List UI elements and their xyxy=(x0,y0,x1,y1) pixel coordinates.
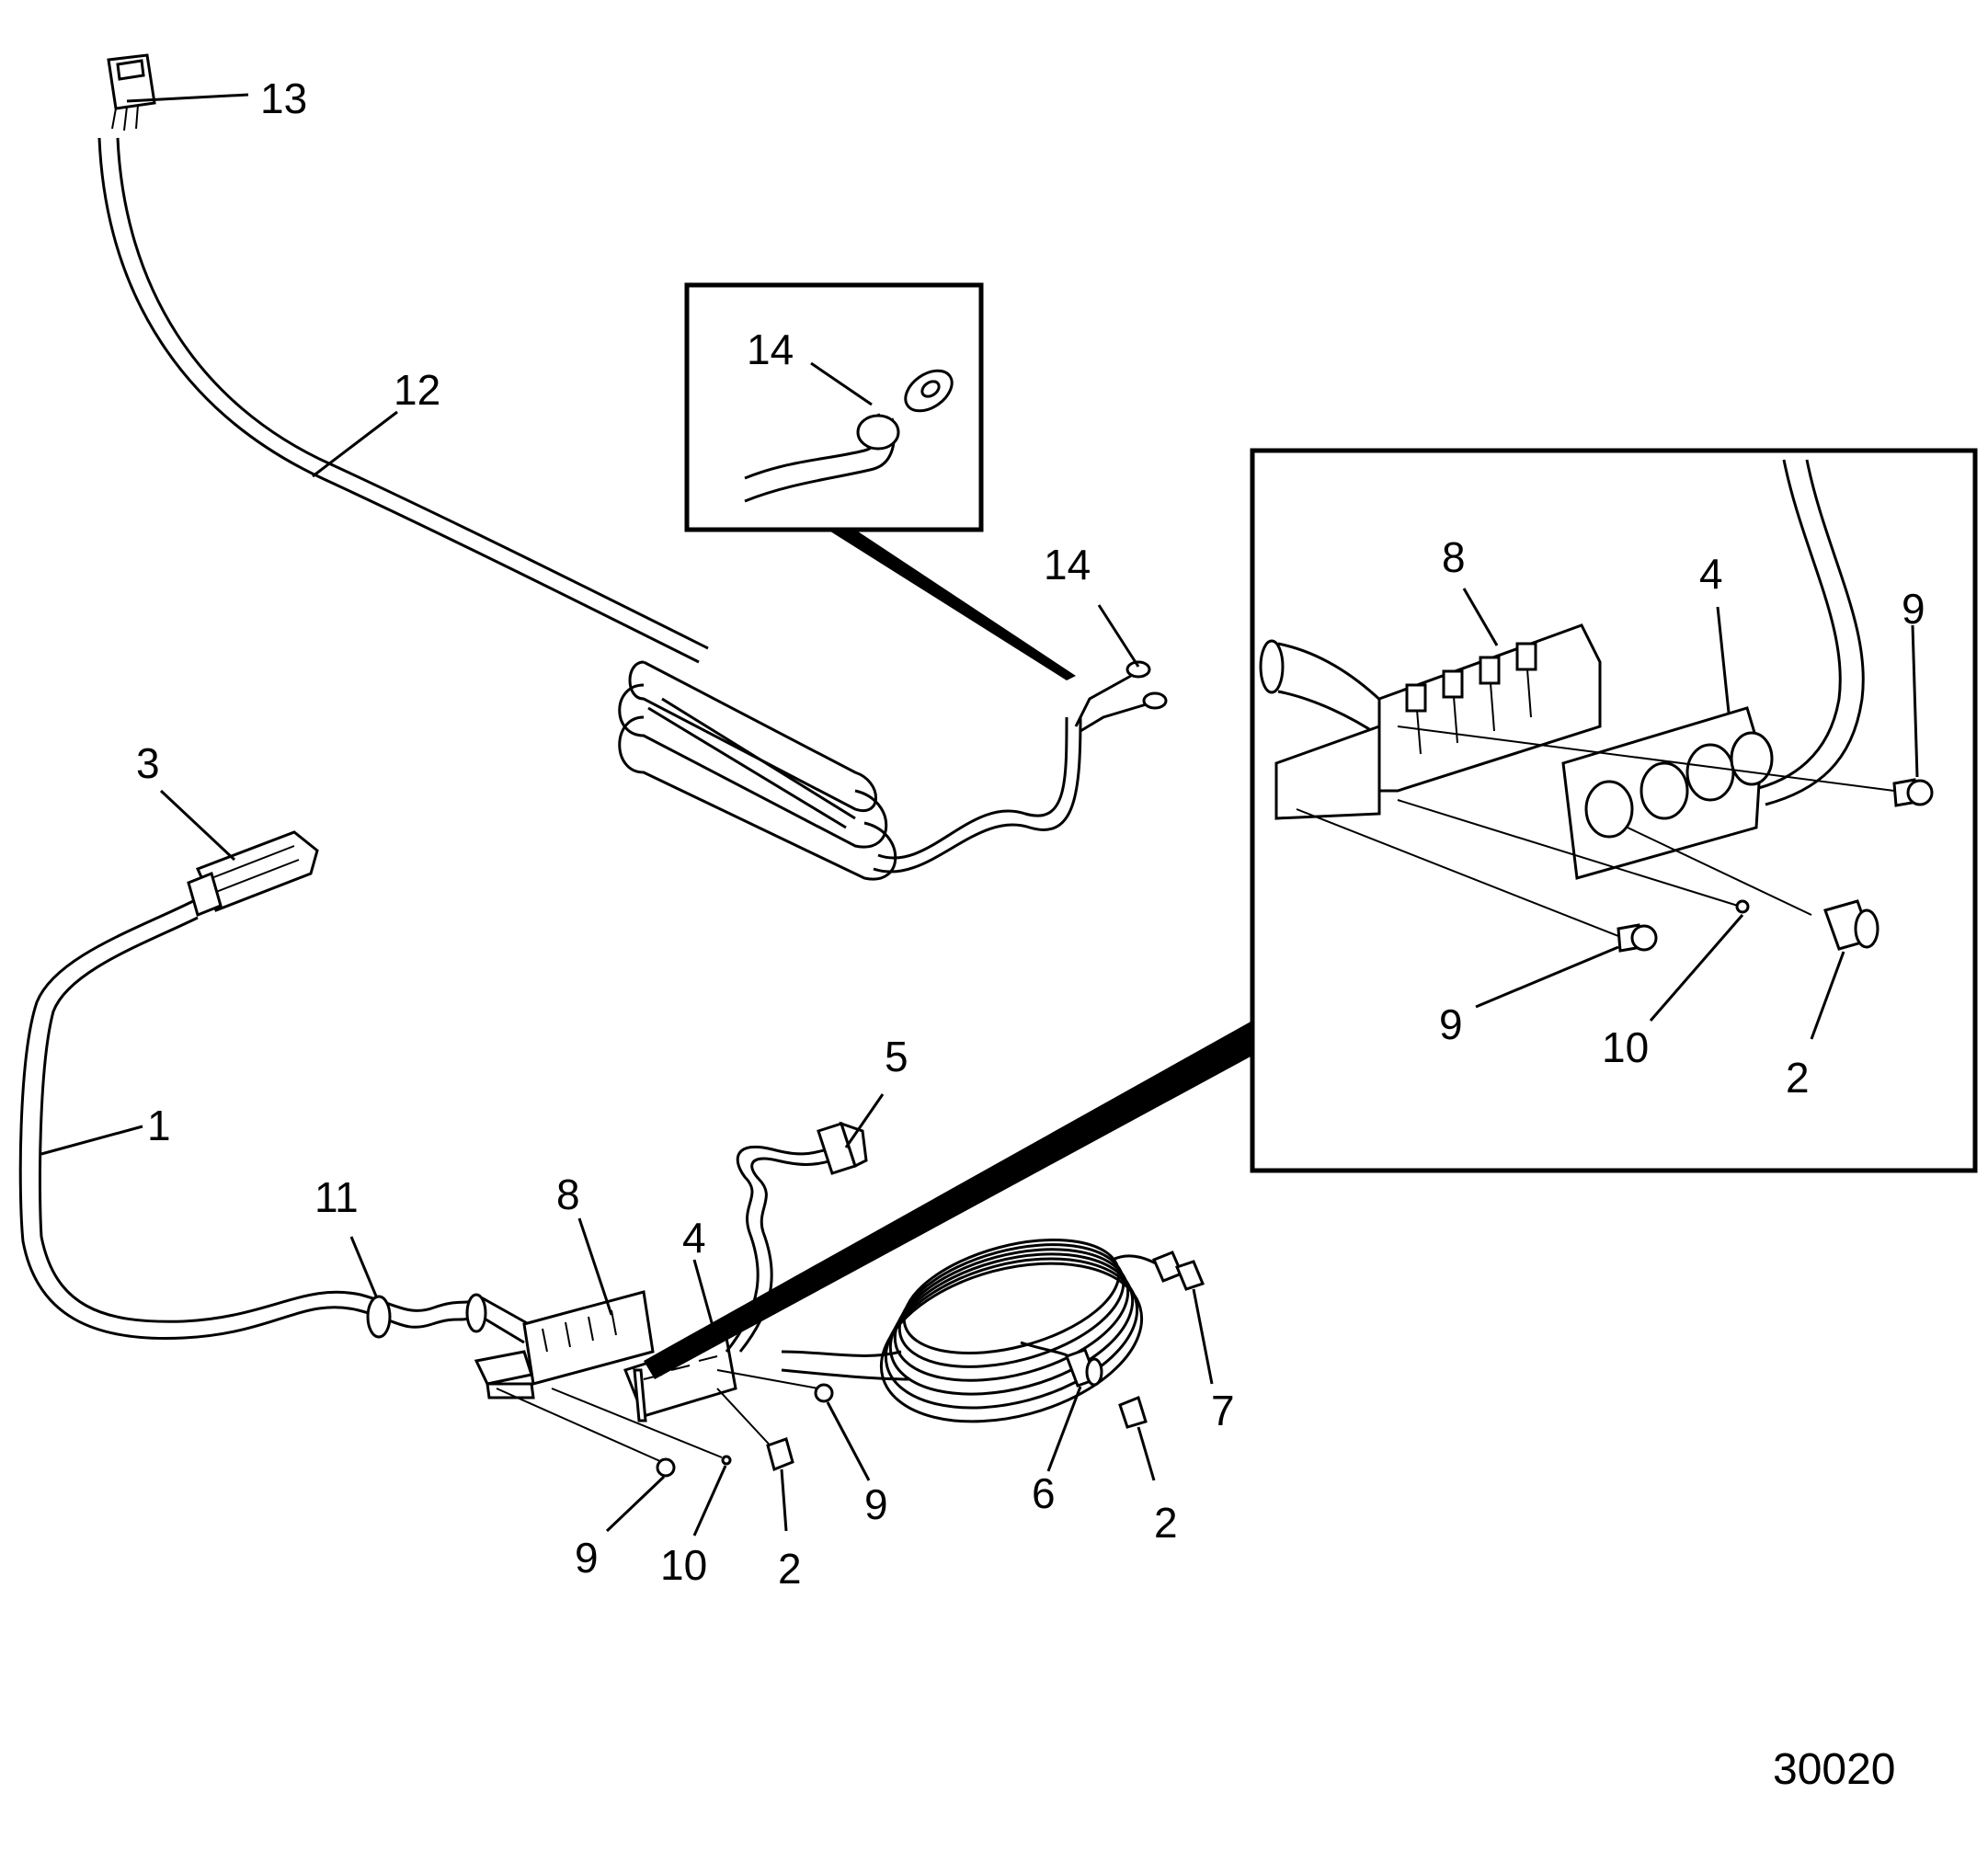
screw-10 xyxy=(721,1455,732,1466)
detail-callout-2: 2 xyxy=(1786,1054,1810,1102)
screw-9-left xyxy=(656,1457,676,1478)
document-number: 30020 xyxy=(1773,1745,1895,1794)
detail-callout-9-bottom: 9 xyxy=(1439,1000,1463,1048)
detail-callout-8: 8 xyxy=(1442,533,1466,581)
callout-9-mid: 9 xyxy=(864,1480,888,1528)
main-leaders xyxy=(40,93,1214,1536)
knob-2-right xyxy=(1118,1396,1148,1429)
callout-14: 14 xyxy=(1044,541,1091,588)
grommet-11 xyxy=(366,1295,392,1339)
detail-callout-4: 4 xyxy=(1699,550,1723,598)
callout-2-left: 2 xyxy=(778,1545,802,1593)
callout-3: 3 xyxy=(136,739,160,787)
callout-6: 6 xyxy=(1032,1469,1056,1517)
callout-13: 13 xyxy=(260,74,307,122)
callout-10: 10 xyxy=(660,1541,707,1589)
detail-screw-10 xyxy=(1735,899,1750,914)
callout-7: 7 xyxy=(1211,1387,1235,1434)
bracket-assembly xyxy=(474,1290,819,1463)
callout-2-right: 2 xyxy=(1154,1499,1178,1547)
detail-screw-9-bottom xyxy=(1617,923,1658,953)
callout-12: 12 xyxy=(394,366,440,414)
knob-2-left xyxy=(766,1437,794,1472)
detail-pointer xyxy=(644,1021,1252,1379)
sensor-7 xyxy=(1152,1251,1205,1291)
harness-12-coil xyxy=(618,660,897,881)
connector-13 xyxy=(107,53,156,131)
callout-14-inset: 14 xyxy=(747,326,794,373)
detail-callout-10: 10 xyxy=(1602,1023,1649,1071)
inset-bracket-detail xyxy=(644,448,1978,1379)
detail-knob-2 xyxy=(1823,899,1879,951)
detail-screw-9-top xyxy=(1892,778,1934,807)
callout-labels: 13 12 14 14 3 1 11 5 8 4 9 10 2 9 6 2 7 … xyxy=(136,74,1925,1593)
harness-coil-6-7 xyxy=(781,1238,1205,1429)
sensor-5 xyxy=(725,1121,868,1353)
inset-ring-terminal xyxy=(684,282,1076,680)
connector-3 xyxy=(187,830,319,918)
callout-5: 5 xyxy=(885,1033,908,1080)
sensor-6 xyxy=(1065,1348,1103,1388)
harness-12 xyxy=(97,53,1168,881)
harness-1 xyxy=(18,830,530,1344)
callout-1: 1 xyxy=(147,1102,171,1149)
callout-11: 11 xyxy=(314,1173,359,1221)
ring-terminals-14 xyxy=(1074,660,1168,733)
callout-4: 4 xyxy=(682,1214,706,1262)
screw-9-mid xyxy=(814,1383,834,1403)
callout-9-left: 9 xyxy=(575,1534,599,1582)
inset-pointer xyxy=(828,530,1076,680)
detail-callout-9-top: 9 xyxy=(1902,585,1925,633)
callout-8: 8 xyxy=(556,1171,580,1218)
